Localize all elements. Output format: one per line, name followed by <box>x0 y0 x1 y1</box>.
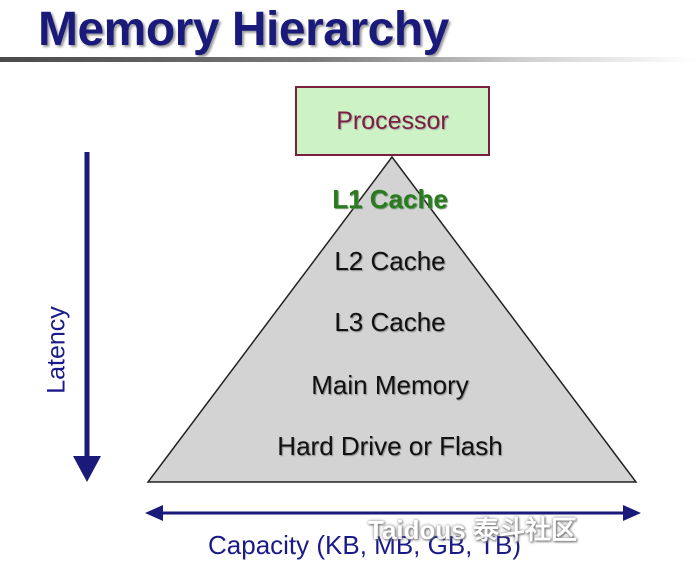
processor-box: Processor <box>295 86 490 156</box>
capacity-arrow-left-head <box>145 505 163 521</box>
level-l1-cache: L1 Cache <box>332 184 448 214</box>
level-l2-cache: L2 Cache <box>334 246 446 276</box>
level-storage: Hard Drive or Flash <box>277 431 503 461</box>
processor-label: Processor <box>336 106 449 135</box>
level-main-memory: Main Memory <box>311 370 469 400</box>
capacity-axis-label: Capacity (KB, MB, GB, TB) <box>208 530 522 560</box>
slide-title: Memory Hierarchy <box>38 3 449 56</box>
title-underline <box>0 57 696 62</box>
latency-axis-label: Latency <box>42 306 71 394</box>
watermark: Taidous 泰斗社区 <box>368 515 577 545</box>
latency-arrow-head <box>73 456 101 482</box>
pyramid-shape <box>146 155 638 483</box>
level-l3-cache: L3 Cache <box>334 307 446 337</box>
capacity-arrow-right-head <box>623 505 641 521</box>
